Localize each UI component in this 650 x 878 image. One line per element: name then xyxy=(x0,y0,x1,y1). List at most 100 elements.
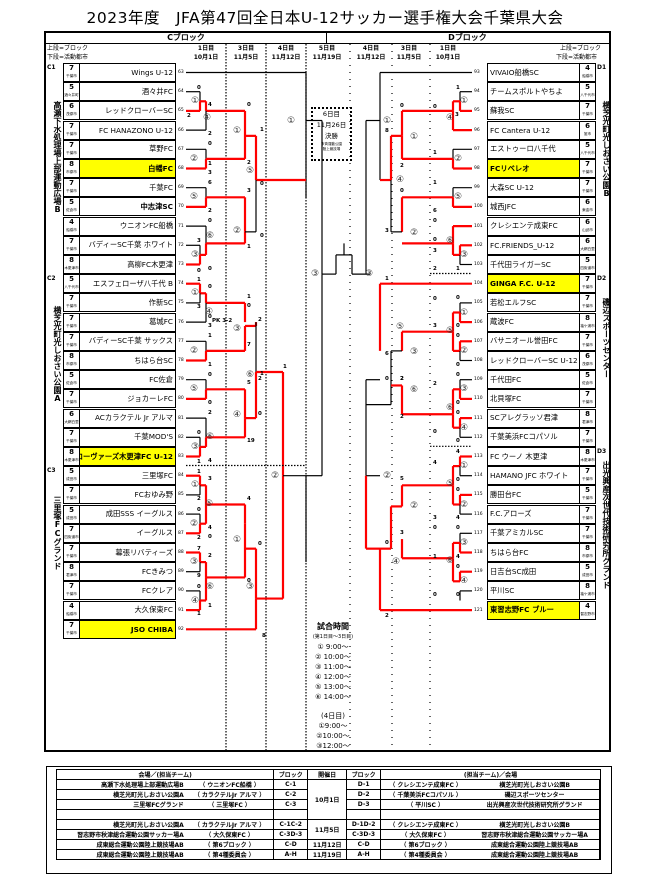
schedule-spacer-right xyxy=(599,799,601,810)
city-label: 千葉市 xyxy=(66,630,77,635)
grade-value: 7 xyxy=(69,64,74,72)
team-number: 66 xyxy=(178,127,184,133)
schedule-spacer-right xyxy=(599,819,601,830)
round-marker: ⑥ xyxy=(206,230,215,241)
team-name: 千葉美浜FCコパソル xyxy=(487,427,580,447)
round-marker: ③ xyxy=(311,269,320,280)
final-match-box: 6日目 11月26日 決勝 市斉運動公園 陸上競技場 xyxy=(311,107,352,161)
score-left: 1 xyxy=(247,244,251,251)
city-label: 千葉市 xyxy=(66,323,77,328)
city-label: 市原市 xyxy=(582,554,593,558)
schedule-team-left xyxy=(185,809,274,820)
schedule-date: 11月5日 xyxy=(307,819,348,840)
score-right: 5 xyxy=(400,476,404,483)
schedule-venue-right: 成東総合運動公園陸上競技場AB xyxy=(470,839,601,850)
schedule-block-right: D-1 xyxy=(346,779,381,790)
group-code: D2 xyxy=(597,275,607,283)
team-name: FC.FRIENDS_U-12 xyxy=(487,235,580,255)
score-right: 0 xyxy=(400,102,404,109)
schedule-header-row: 会場／(担当チーム) ブロック 開催日 ブロック (担当チーム)／会場 xyxy=(55,769,602,780)
round-marker: ④ xyxy=(205,306,214,317)
city-label: 千葉市 xyxy=(582,112,593,117)
score-left: 1 xyxy=(197,458,201,465)
score-right: 1 xyxy=(433,553,437,560)
team-name: 東習志野FC ブルー xyxy=(487,600,580,620)
score-left: 1 xyxy=(197,276,201,283)
round-marker: ③ xyxy=(233,323,242,334)
grade-value: 7 xyxy=(585,294,590,303)
team-number: 117 xyxy=(474,530,483,536)
schedule-venue-right xyxy=(470,809,601,820)
team-number: 69 xyxy=(178,185,184,191)
round-marker: ② xyxy=(460,499,469,510)
grade-value: 8 xyxy=(69,160,74,168)
schedule-venue-left: 横芝光町光しおさい公園A xyxy=(55,789,186,800)
team-number: 63 xyxy=(178,70,184,75)
round-marker: ③ xyxy=(460,384,469,395)
grade-value: 5 xyxy=(69,505,74,514)
team-name: VIVAIO船橋SC xyxy=(487,63,580,82)
round-marker: ⑥ xyxy=(206,582,215,593)
city-label: 旭市 xyxy=(583,131,592,136)
score-right: 6 xyxy=(433,207,437,214)
grade-value: 4 xyxy=(585,64,590,72)
team-name: バディーSC千葉 サックス xyxy=(79,331,176,351)
schedule-venue-left xyxy=(55,809,186,820)
city-label: 袖ケ浦市 xyxy=(580,592,595,597)
score-left: 0 xyxy=(247,302,251,309)
team-name: 中志津SC xyxy=(79,197,176,217)
city-label: 市原市 xyxy=(66,170,77,174)
score-left: 0 xyxy=(247,578,251,585)
grade-value: 8 xyxy=(585,313,590,322)
schedule-block-right: C-3D-3 xyxy=(346,829,381,840)
score-right: 0 xyxy=(433,218,437,225)
team-name: 成田SSS イーグルス xyxy=(79,504,176,524)
team-number: 114 xyxy=(474,473,483,479)
city-label: 成田市 xyxy=(66,477,77,482)
city-label: 千葉市 xyxy=(582,170,593,174)
score-right: 0 xyxy=(433,103,437,110)
schedule-team-left: （ ウニオンFC船橋 ） xyxy=(185,779,274,790)
round-marker: ② xyxy=(410,500,419,511)
grade-value: 4 xyxy=(69,217,74,226)
team-number: 116 xyxy=(474,511,483,517)
grade-value: 7 xyxy=(585,332,590,341)
city-label: 千葉市 xyxy=(582,534,593,539)
team-number: 107 xyxy=(474,338,483,344)
schedule-venue-right: 成東総合運動公園陸上競技場AB xyxy=(470,849,601,860)
team-name: 白幡FC xyxy=(79,159,176,178)
score-left: 1 xyxy=(208,603,212,610)
city-label: 千葉市 xyxy=(66,496,77,501)
legend-lower-right: 下段=活動都市 xyxy=(556,54,598,61)
schedule-spacer-right xyxy=(599,809,601,820)
score-left: 3 xyxy=(197,238,201,245)
schedule-block-right: C-D xyxy=(346,839,381,850)
team-number: 75 xyxy=(178,300,184,306)
legend-upper-right: 上段=ブロック xyxy=(560,45,602,52)
round-marker: ③ xyxy=(190,557,199,568)
schedule-spacer-right xyxy=(599,839,601,850)
score-right: 4 xyxy=(456,448,460,455)
team-number: 73 xyxy=(178,262,184,267)
city-label: 東金市 xyxy=(582,208,593,213)
grade-value: 7 xyxy=(585,390,590,399)
group-code: C3 xyxy=(47,467,56,475)
team-number: 88 xyxy=(178,550,184,555)
schedule-venue-right: 習志野市秋津総合運動公園サッカー場A xyxy=(470,829,601,840)
schedule-team-left: （ カラクテルJr アルマ ） xyxy=(185,789,274,800)
schedule-venue-right: 横芝光町光しおさい公園B xyxy=(470,779,601,790)
round-marker: ① xyxy=(233,535,242,546)
score-left: 3 xyxy=(197,303,201,310)
grade-value: 6 xyxy=(585,236,590,245)
